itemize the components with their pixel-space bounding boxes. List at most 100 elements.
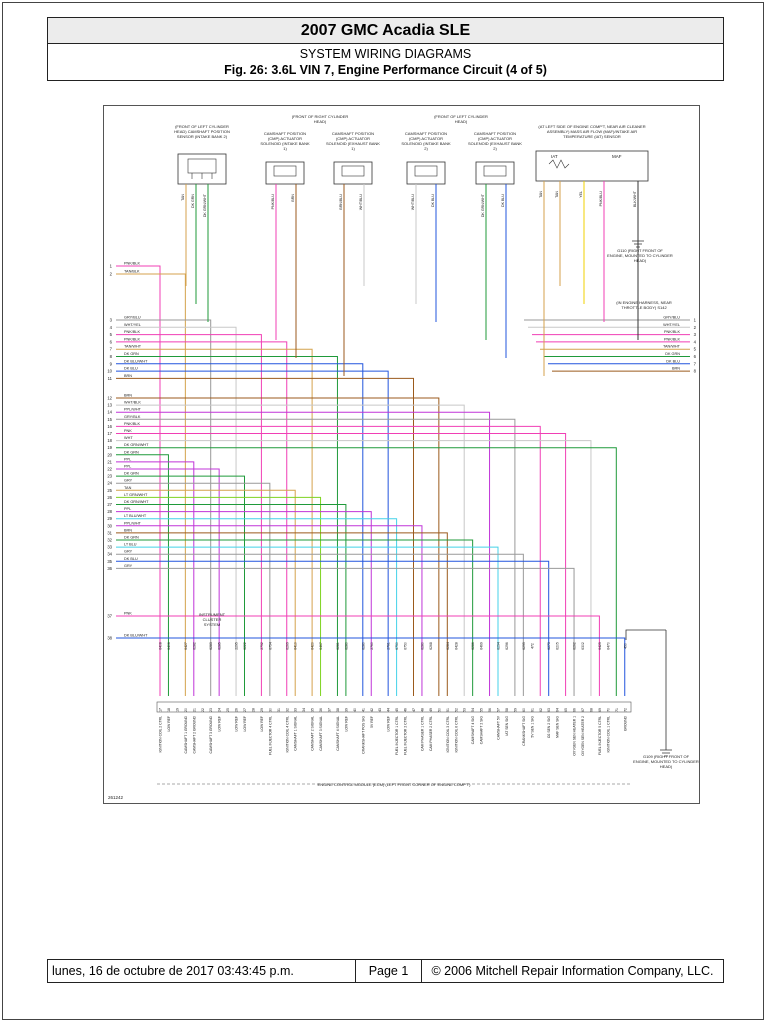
right-wire-label: DK GRN (665, 352, 680, 356)
ecm-pin-number: 59 (513, 708, 517, 712)
ecm-pin-number: 70 (606, 708, 610, 712)
circuit-number: 6281 (336, 642, 340, 650)
solenoid-intake-bank2-connector (406, 161, 446, 185)
ecm-pin-number: 53 (463, 708, 467, 712)
wire-17 (116, 433, 567, 696)
left-wire-label: DK GRN (124, 472, 139, 476)
circuit-number: 6467 (319, 642, 323, 650)
ground-g109-label: HEAD) (660, 764, 673, 769)
ecm-circuit-name: LOW REF (387, 716, 391, 731)
circuit-number: 6268 (429, 642, 433, 650)
cmp-sensor-label: HEAD) CAMSHAFT POSITION (174, 129, 230, 134)
left-wire-number: 16 (107, 424, 112, 429)
harness-splice-label: THROTTLE BODY) S142 (621, 305, 667, 310)
left-wire-number: 13 (107, 403, 112, 408)
solenoid-exhaust-b2-label: CAMSHAFT POSITION (474, 131, 516, 136)
ecm-pin-number: 46 (404, 708, 408, 712)
right-head-group-label: (FRONT OF RIGHT CYLINDER (292, 114, 349, 119)
wire-34 (116, 553, 524, 696)
ecm-pin-number: 72 (623, 708, 627, 712)
right-wire-label: PNK/BLK (664, 330, 681, 334)
right-wire-label: BRN (672, 367, 680, 371)
circuit-number: 6280 (361, 642, 365, 650)
ecm-pin-number: 55 (480, 708, 484, 712)
ecm-pin-number: 41 (361, 708, 365, 712)
wire-30 (116, 525, 423, 696)
left-wire-number: 29 (107, 516, 112, 521)
left-wire-number: 34 (107, 552, 112, 557)
document-footer: lunes, 16 de octubre de 2017 03:43:45 p.… (47, 959, 724, 983)
left-wire-label: GRY (124, 564, 133, 568)
ecm-pin-block (156, 701, 632, 785)
wire-11 (116, 377, 414, 696)
ecm-pin-number: 66 (573, 708, 577, 712)
solenoid-exhaust-b1-label: 1) (351, 146, 355, 151)
left-wire-number: 24 (107, 481, 112, 486)
wire-27 (116, 504, 347, 696)
wire-38 (116, 637, 626, 696)
ecm-circuit-name: FUEL INJECTOR 1 CTRL (395, 716, 399, 755)
left-wire-label: PPL/WHT (124, 408, 142, 412)
circuit-number: 2752 (260, 642, 264, 650)
wire-12 (116, 397, 440, 696)
left-wire-label: GRY (124, 479, 133, 483)
wire-13 (116, 404, 465, 696)
ecm-pin-number: 29 (260, 708, 264, 712)
circuit-number: 6285 (218, 642, 222, 650)
circuit-number: 6420 (311, 642, 315, 650)
ecm-pin-number: 22 (201, 708, 205, 712)
circuit-number: 6262 (573, 642, 577, 650)
wire-14 (116, 411, 491, 696)
maf-label: MAF (612, 154, 622, 159)
left-wire-label: BRN (124, 528, 132, 532)
component-lead-label: BRN (291, 194, 295, 202)
wire-18 (116, 440, 592, 696)
circuit-number: 2760 (370, 642, 374, 650)
left-wire-label: BRN (124, 374, 132, 378)
circuit-number: 6410 (294, 642, 298, 650)
circuit-number: 6296 (505, 642, 509, 650)
wire-19 (116, 447, 617, 696)
circuit-number: 450 (623, 643, 627, 649)
solenoid-intake-b2-label: CAMSHAFT POSITION (405, 131, 447, 136)
ecm-pin-number: 37 (328, 708, 332, 712)
left-wire-label: DK BLU (124, 367, 138, 371)
wire-runs (116, 181, 690, 696)
left-wire-number: 25 (107, 488, 112, 493)
left-wire-number: 9 (110, 361, 113, 366)
circuit-number: 6754 (268, 642, 272, 650)
circuit-number: 6406 (167, 642, 171, 650)
left-wire-number: 20 (107, 452, 112, 457)
ecm-pin-number: 19 (175, 708, 179, 712)
right-wire-number: 5 (694, 347, 697, 352)
circuit-number: 6750 (395, 642, 399, 650)
left-wire-number: 38 (107, 636, 112, 641)
left-wire-label: GRY/BLU (124, 316, 141, 320)
left-wire-number: 3 (110, 318, 113, 323)
circuit-number: 6302 (581, 642, 585, 650)
left-wire-label: DK BLU (124, 557, 138, 561)
component-lead-label: DK GRN/WHT (481, 193, 485, 217)
ecm-pin-number: 51 (446, 708, 450, 712)
circuit-number: 6469 (480, 642, 484, 650)
wire-9 (116, 363, 364, 696)
circuit-number: 6425 (598, 642, 602, 650)
wire-3 (116, 319, 212, 696)
ecm-circuit-name: OXYGEN SEN HEATER 1 (573, 716, 577, 756)
ecm-circuit-name: IAT SEN SIG (505, 716, 509, 736)
left-wire-number: 14 (107, 410, 112, 415)
wire-23 (116, 475, 245, 696)
component-lead-label: DK BLU (431, 194, 435, 207)
ecm-pin-number: 58 (505, 708, 509, 712)
ecm-circuit-name: CAMSHAFT 3 SIGNAL (319, 716, 323, 751)
right-wire-label: GRY/BLU (663, 316, 680, 320)
wire-2 (116, 273, 186, 696)
left-wire-label: PPL (124, 457, 131, 461)
maf-sensor-label: (AT LEFT SIDE OF ENGINE COMP'T, NEAR AIR… (538, 124, 645, 129)
left-wire-label: GRY (124, 550, 133, 554)
maf-sensor-label: TEMPERATURE (IAT) SENSOR (563, 134, 621, 139)
ecm-circuit-name: CAM PHASER 2 CTRL (429, 716, 433, 751)
left-wire-number: 27 (107, 502, 112, 507)
circuit-number: 6280 (344, 642, 348, 650)
